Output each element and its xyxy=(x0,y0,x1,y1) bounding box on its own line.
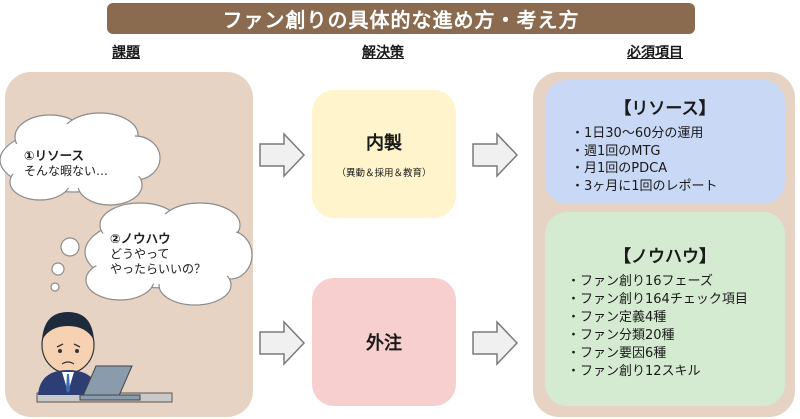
title-bar: ファン創りの具体的な進め方・考え方 xyxy=(107,3,695,34)
list-item: ・ファン創り16フェーズ xyxy=(567,274,713,289)
solution-outsource-box: 外注 xyxy=(312,278,456,406)
list-item: ・1日30〜60分の運用 xyxy=(571,126,704,141)
thought-knowhow-line2: やったらいいの？ xyxy=(110,262,207,276)
requirement-resource-box: 【リソース】 ・1日30〜60分の運用 ・週1回のMTG ・月1回のPDCA ・… xyxy=(545,80,785,204)
thought-knowhow-line1: どうやって xyxy=(110,247,170,261)
thought-resource: ①リソース そんな暇ない… xyxy=(24,148,108,179)
list-item: ・3ヶ月に1回のレポート xyxy=(571,178,718,194)
requirement-knowhow-list: ・ファン創り16フェーズ ・ファン創り164チェック項目 ・ファン定義4種 ・フ… xyxy=(567,273,785,381)
thought-knowhow-label: ②ノウハウ xyxy=(110,231,171,246)
arrow-right-icon xyxy=(472,320,519,366)
requirement-knowhow-box: 【ノウハウ】 ・ファン創り16フェーズ ・ファン創り164チェック項目 ・ファン… xyxy=(545,212,785,406)
column-header-issues: 課題 xyxy=(112,45,140,61)
solution-inhouse-box: 内製 （異動＆採用＆教育） xyxy=(312,90,456,218)
page-title: ファン創りの具体的な進め方・考え方 xyxy=(222,8,580,32)
thought-resource-text: そんな暇ない… xyxy=(24,164,109,178)
requirement-knowhow-title: 【ノウハウ】 xyxy=(614,247,716,267)
requirement-resource-list: ・1日30〜60分の運用 ・週1回のMTG ・月1回のPDCA ・3ヶ月に1回の… xyxy=(571,125,785,195)
list-item: ・ファン定義4種 xyxy=(567,310,667,325)
solution-inhouse-title: 内製 xyxy=(366,133,402,154)
thought-resource-label: ①リソース xyxy=(24,148,84,163)
solution-outsource-title: 外注 xyxy=(366,333,402,354)
list-item: ・ファン分類20種 xyxy=(567,328,675,343)
worried-person-illustration xyxy=(36,312,173,403)
column-header-requirements: 必須項目 xyxy=(627,45,683,61)
list-item: ・ファン創り164チェック項目 xyxy=(567,292,748,307)
list-item: ・月1回のPDCA xyxy=(571,161,668,176)
column-header-solutions: 解決策 xyxy=(362,45,404,61)
list-item: ・週1回のMTG xyxy=(571,143,661,159)
thought-knowhow: ②ノウハウ どうやって やったらいいの？ xyxy=(110,231,206,277)
arrow-right-icon xyxy=(259,132,306,178)
arrow-right-icon xyxy=(259,320,306,366)
list-item: ・ファン要因6種 xyxy=(567,346,667,361)
solution-inhouse-sub: （異動＆採用＆教育） xyxy=(336,168,432,179)
arrow-right-icon xyxy=(472,132,519,178)
list-item: ・ファン創り12スキル xyxy=(567,364,701,379)
requirement-resource-title: 【リソース】 xyxy=(614,99,716,119)
